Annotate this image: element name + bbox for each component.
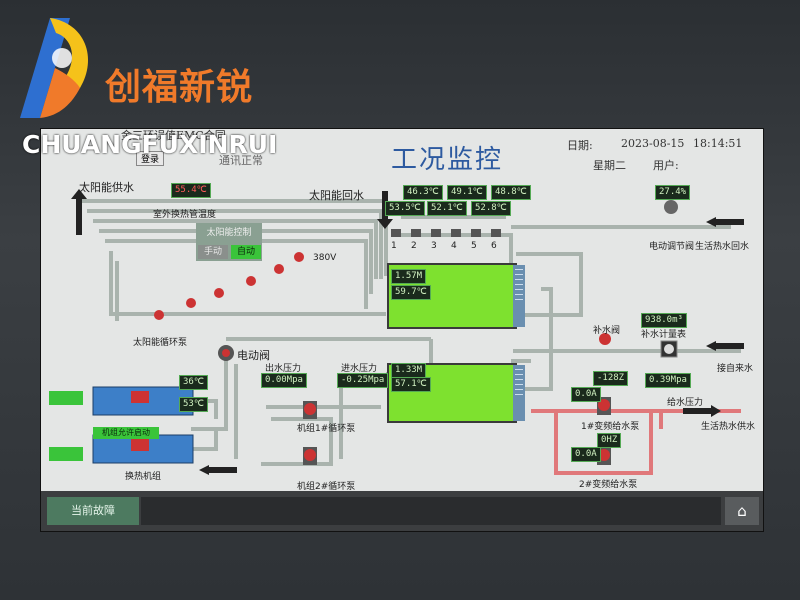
supply-pressure-value: 0.39Mpa — [645, 373, 691, 388]
branch-no-2: 2 — [411, 241, 417, 251]
branch-temp-6: 52.8℃ — [471, 201, 511, 216]
auto-button[interactable]: 自动 — [231, 245, 261, 259]
voltage-label: 380V — [313, 253, 337, 263]
user-label: 用户: — [653, 159, 679, 172]
upper-tank-level: 1.57M — [391, 269, 427, 284]
supply-pump2-current: 0.0A — [571, 447, 601, 462]
branch-temp-2: 53.5℃ — [385, 201, 425, 216]
login-button[interactable]: 登录 — [136, 151, 165, 166]
brand-logo-icon — [20, 18, 89, 118]
solar-pump-label: 太阳能循环泵 — [133, 338, 188, 348]
branch-temp-4: 52.1℃ — [427, 201, 467, 216]
weekday-label: 星期二 — [593, 159, 626, 172]
unit-allow-start: 机组允许启动 — [93, 427, 159, 439]
unit1-status-button[interactable] — [49, 391, 83, 405]
outlet-pressure-value: 0.00Mpa — [261, 373, 307, 388]
branch-no-3: 3 — [431, 241, 437, 251]
process-diagram — [71, 189, 744, 475]
date-value: 2023-08-15 — [621, 137, 685, 150]
manual-button[interactable]: 手动 — [198, 245, 228, 259]
time-value: 18:14:51 — [693, 137, 743, 150]
tap-water-label: 接自来水 — [717, 364, 754, 374]
upper-tank-gauge — [513, 265, 525, 327]
branch-temp-1: 46.3℃ — [403, 185, 443, 200]
inlet-pressure-label: 进水压力 — [341, 364, 378, 374]
solar-return-label: 太阳能回水 — [309, 189, 364, 202]
brand-name-cn: 创福新锐 — [105, 67, 254, 108]
unit-pump1-label: 机组1#循环泵 — [297, 424, 356, 434]
outlet-pressure-label: 出水压力 — [265, 364, 302, 374]
footer-bar: 当前故障 ⌂ — [41, 491, 763, 531]
makeup-meter-label: 补水计量表 — [641, 330, 687, 340]
home-button[interactable]: ⌂ — [725, 497, 759, 525]
unit-pump2-label: 机组2#循环泵 — [297, 482, 356, 492]
unit2-status-button[interactable] — [49, 447, 83, 461]
current-fault-button[interactable]: 当前故障 — [47, 497, 139, 525]
exchanger-temp-out: 53℃ — [179, 397, 208, 412]
supply-pump2-label: 2#变频给水泵 — [579, 480, 638, 490]
supply-pump2-freq: 0HZ — [597, 433, 622, 448]
outdoor-pipe-temp: 55.4℃ — [171, 183, 211, 198]
hmi-screen: 金三环误值EMC合同 登录 通讯正常 工况监控 日期: 2023-08-15 1… — [40, 128, 764, 532]
regulating-valve-label: 电动调节阀 — [649, 242, 695, 252]
lower-tank-level: 1.33M — [391, 363, 427, 378]
solar-control-label: 太阳能控制 — [206, 228, 252, 238]
solar-supply-label: 太阳能供水 — [79, 181, 134, 194]
branch-no-6: 6 — [491, 241, 497, 251]
branch-no-5: 5 — [471, 241, 477, 251]
branch-temp-3: 49.1℃ — [447, 185, 487, 200]
lower-tank-temp: 57.1℃ — [391, 377, 431, 392]
supply-pressure-label: 给水压力 — [667, 398, 704, 408]
supply-pump1-current: 0.0A — [571, 387, 601, 402]
fault-message-bar — [141, 497, 721, 525]
branch-no-1: 1 — [391, 241, 397, 251]
supply-pump1-label: 1#变频给水泵 — [581, 422, 640, 432]
makeup-meter-value: 938.0m³ — [641, 313, 687, 328]
upper-tank-temp: 59.7℃ — [391, 285, 431, 300]
lower-tank-gauge — [513, 365, 525, 421]
home-icon: ⌂ — [737, 502, 747, 520]
date-label: 日期: — [567, 139, 593, 152]
brand-name-en: CHUANGFUXINRUI — [22, 130, 278, 159]
branch-temp-5: 48.8℃ — [491, 185, 531, 200]
project-label: 金三环误值EMC合同 — [121, 129, 226, 142]
heat-exchange-unit-label: 换热机组 — [125, 472, 162, 482]
motor-valve-label: 电动阀 — [237, 349, 270, 362]
comm-status: 通讯正常 — [219, 154, 263, 167]
return-humidity: 27.4% — [655, 185, 691, 200]
supply-pump1-freq: -128Z — [593, 371, 629, 386]
exchanger-temp-in: 36℃ — [179, 375, 208, 390]
page-title: 工况监控 — [391, 145, 504, 175]
hot-water-return-label: 生活热水回水 — [695, 242, 750, 252]
branch-no-4: 4 — [451, 241, 457, 251]
outdoor-pipe-label: 室外换热管温度 — [153, 210, 217, 220]
hot-water-supply-label: 生活热水供水 — [701, 422, 756, 432]
makeup-valve-label: 补水阀 — [593, 326, 621, 336]
inlet-pressure-value: -0.25Mpa — [337, 373, 389, 388]
